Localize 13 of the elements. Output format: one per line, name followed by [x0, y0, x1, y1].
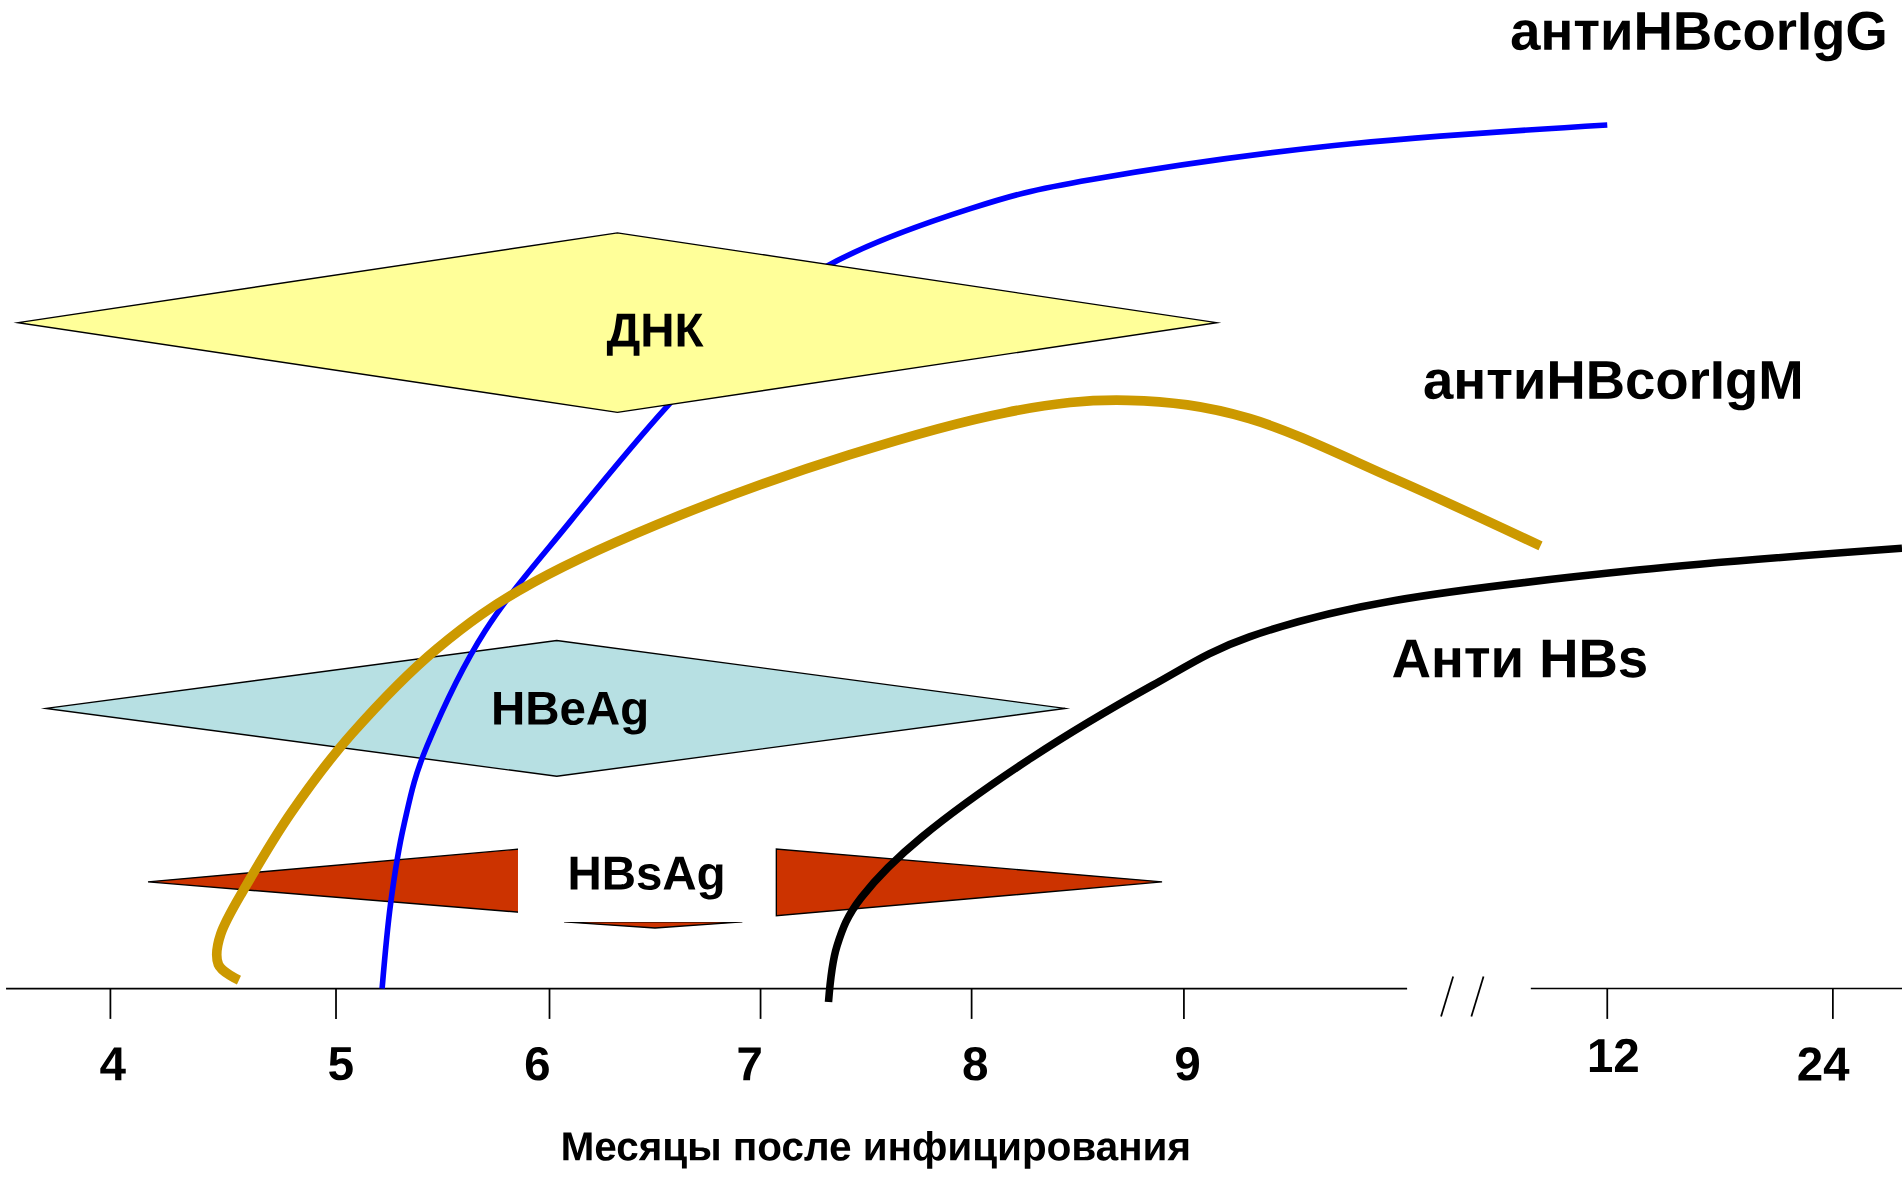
curve-label: антиHBcorIgM: [1424, 361, 1800, 411]
curve-label: Анти HBs: [1393, 639, 1646, 678]
tick-label: 5: [329, 1047, 353, 1081]
tick-label: 24: [1798, 1047, 1850, 1081]
tick-label: 8: [963, 1047, 987, 1081]
tick-label: 12: [1589, 1038, 1638, 1072]
tick-label: 4: [100, 1047, 126, 1081]
axis-title: Месяцы после инфицирования: [563, 1131, 1189, 1169]
node-label: HBsAg: [570, 856, 723, 900]
tick-label: 9: [1176, 1047, 1199, 1081]
curve-label: антиHBcorIgG: [1511, 11, 1885, 62]
tick-label: 7: [738, 1047, 761, 1081]
tick-label: 6: [525, 1047, 549, 1081]
